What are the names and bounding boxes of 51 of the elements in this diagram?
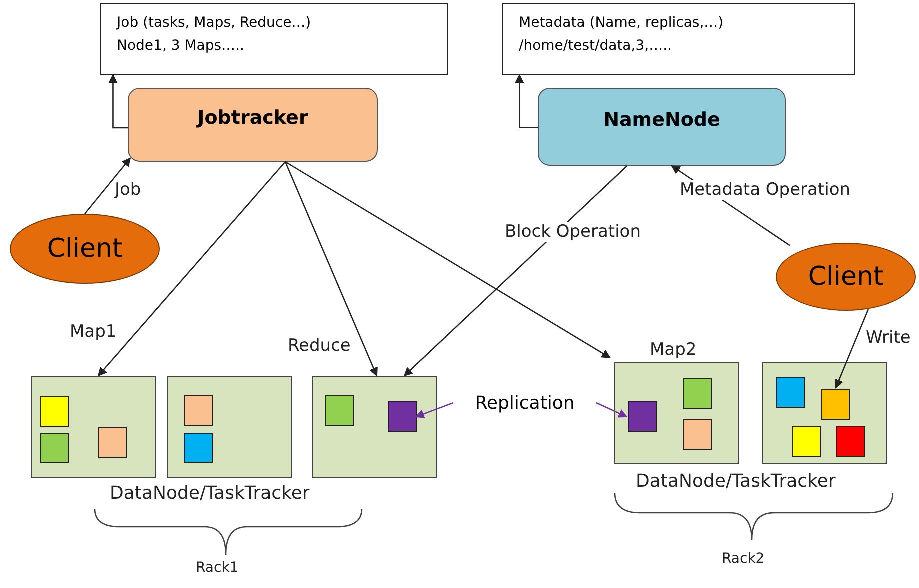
server-box xyxy=(762,362,887,464)
edge-label: Metadata Operation xyxy=(680,180,851,200)
note-text: /home/test/data,3,….. xyxy=(519,37,672,56)
arrow xyxy=(284,162,378,377)
rack-name: Rack2 xyxy=(722,551,765,567)
block-square xyxy=(821,389,850,420)
block-square xyxy=(683,378,712,409)
note-text: Job (tasks, Maps, Reduce…) xyxy=(117,14,312,33)
block-square xyxy=(40,433,69,463)
replication-text: Replication xyxy=(460,389,590,417)
rack-label: DataNode/TaskTracker xyxy=(110,483,310,504)
server-box xyxy=(614,362,739,464)
component-label: Jobtracker xyxy=(198,107,308,129)
block-square xyxy=(388,401,417,432)
block-square xyxy=(40,396,69,427)
edge-label: Block Operation xyxy=(505,222,641,242)
block-square xyxy=(776,377,805,408)
arrow xyxy=(98,162,286,377)
block-square xyxy=(792,426,821,457)
block-square xyxy=(184,433,213,463)
arrow xyxy=(596,402,628,418)
arrow xyxy=(108,74,128,129)
rack-name: Rack1 xyxy=(196,560,239,576)
client-label: Client xyxy=(808,262,884,292)
edge-label: Map2 xyxy=(650,340,697,360)
edge-label: Job xyxy=(115,180,142,200)
note-text: Node1, 3 Maps….. xyxy=(117,37,244,56)
block-square xyxy=(325,395,354,426)
arrow xyxy=(515,74,538,128)
arrow xyxy=(415,402,454,418)
process-box xyxy=(128,88,378,162)
server-box xyxy=(167,376,292,478)
process-box xyxy=(538,88,786,166)
arrow xyxy=(404,166,628,377)
client-label: Client xyxy=(47,234,123,264)
arrow xyxy=(285,161,612,358)
note-box xyxy=(100,3,448,75)
block-square xyxy=(98,427,127,458)
note-text: Metadata (Name, replicas,…) xyxy=(519,14,724,33)
component-label: NameNode xyxy=(604,109,720,131)
block-square xyxy=(683,419,712,450)
block-square xyxy=(628,401,657,432)
rack-label: DataNode/TaskTracker xyxy=(636,471,836,492)
server-box xyxy=(31,376,156,478)
edge-label: Map1 xyxy=(70,322,117,342)
block-square xyxy=(184,395,213,426)
arrow xyxy=(834,309,869,389)
server-box xyxy=(312,376,437,478)
arrow xyxy=(84,158,132,214)
note-box xyxy=(502,3,855,75)
block-square xyxy=(836,426,865,457)
